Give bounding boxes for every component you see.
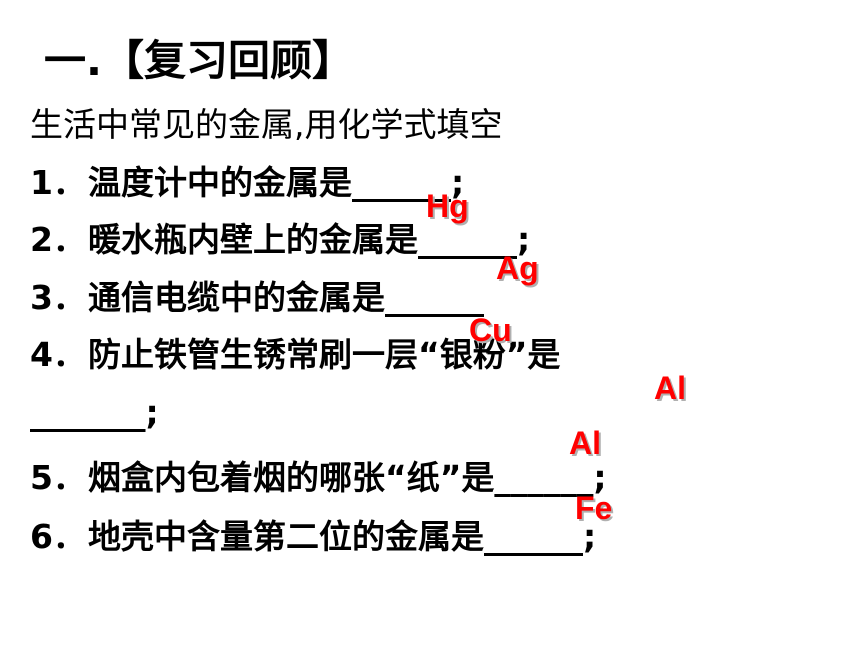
question-text: 温度计中的金属是______; — [88, 163, 465, 202]
question-number: 4． — [30, 335, 86, 374]
answer-4: Al — [654, 370, 686, 406]
question-number: 3． — [30, 278, 86, 317]
answer-6: Fe — [575, 490, 613, 526]
question-2: 2．暖水瓶内壁上的金属是______; — [30, 219, 530, 261]
question-text: 烟盒内包着烟的哪张“纸”是______; — [88, 458, 607, 497]
question-text: 地壳中含量第二位的金属是______; — [88, 517, 597, 556]
question-text: 暖水瓶内壁上的金属是______; — [88, 220, 531, 259]
answer-1: Hg — [426, 188, 469, 224]
question-4: 4．防止铁管生锈常刷一层“银粉”是 — [30, 334, 560, 376]
question-number: 5． — [30, 458, 86, 497]
question-number: 1． — [30, 163, 86, 202]
question-1: 1．温度计中的金属是______; — [30, 162, 464, 204]
question-number: 6． — [30, 517, 86, 556]
question-6: 6．地壳中含量第二位的金属是______; — [30, 516, 596, 558]
question-4-blank: _______; — [30, 393, 159, 432]
answer-3: Cu — [469, 312, 512, 348]
answer-5: Al — [569, 425, 601, 461]
question-3: 3．通信电缆中的金属是______ — [30, 277, 484, 319]
question-5: 5．烟盒内包着烟的哪张“纸”是______; — [30, 457, 607, 499]
instruction-text: 生活中常见的金属,用化学式填空 — [30, 105, 503, 144]
answer-2: Ag — [496, 250, 539, 286]
question-text: 通信电缆中的金属是______ — [88, 278, 484, 317]
slide-title: 一.【复习回顾】 — [44, 36, 354, 85]
question-number: 2． — [30, 220, 86, 259]
question-text: 防止铁管生锈常刷一层“银粉”是 — [88, 335, 561, 374]
